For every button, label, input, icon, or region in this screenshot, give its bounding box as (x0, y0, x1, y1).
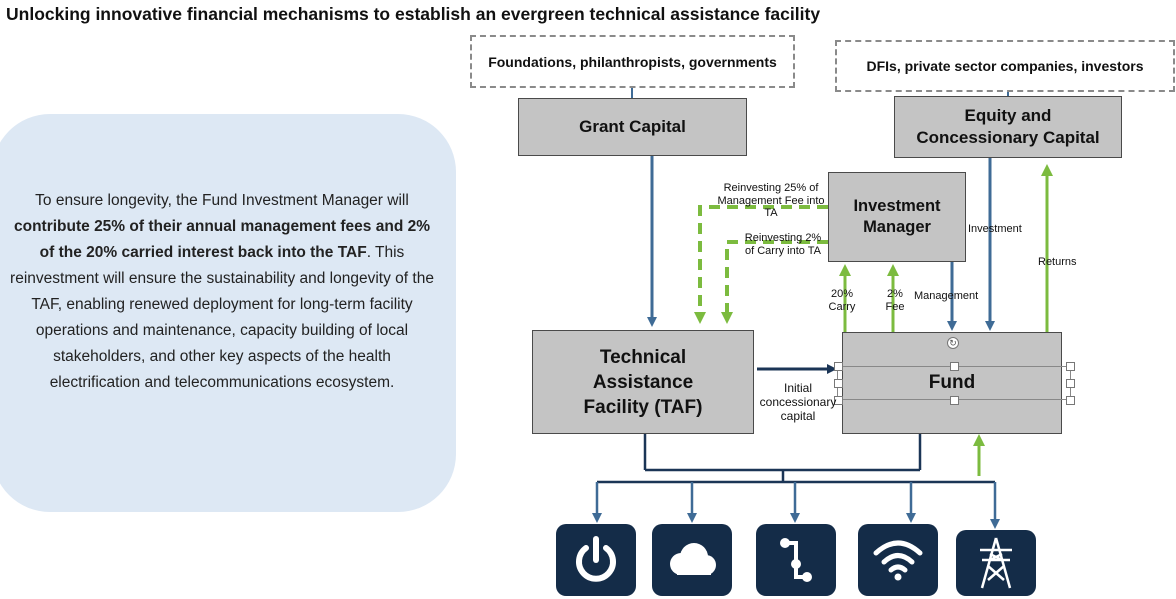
grant-capital-box: Grant Capital (518, 98, 747, 156)
label-returns: Returns (1038, 256, 1077, 268)
resize-handle[interactable] (834, 379, 843, 388)
investment-manager-box: Investment Manager (828, 172, 966, 262)
label-reinvest-carry: Reinvesting 2% of Carry into TA (744, 232, 822, 257)
page-title: Unlocking innovative financial mechanism… (6, 4, 821, 24)
resize-handle[interactable] (950, 396, 959, 405)
reinvest-carry-arrow (721, 240, 828, 324)
label-carry: 20% Carry (828, 288, 856, 313)
label-investment: Investment (968, 223, 1022, 235)
text-selection-frame[interactable] (837, 366, 1071, 400)
resize-handle[interactable] (950, 362, 959, 371)
source-foundations: Foundations, philanthropists, government… (470, 35, 795, 88)
resize-handle[interactable] (834, 396, 843, 405)
wifi-icon (858, 524, 938, 596)
power-icon (556, 524, 636, 596)
label-management: Management (914, 290, 979, 302)
transmission-tower-icon (956, 530, 1036, 596)
resize-handle[interactable] (1066, 379, 1075, 388)
source-dfis: DFIs, private sector companies, investor… (835, 40, 1175, 92)
equity-capital-box: Equity and Concessionary Capital (894, 96, 1122, 158)
callout-text: To ensure longevity, the Fund Investment… (10, 192, 434, 391)
fund-box: Fund (842, 332, 1062, 434)
rotate-handle[interactable]: ↻ (947, 337, 959, 349)
resize-handle[interactable] (1066, 396, 1075, 405)
resize-handle[interactable] (834, 362, 843, 371)
label-initial-capital: Initial concessionary capital (759, 381, 837, 423)
resize-handle[interactable] (1066, 362, 1075, 371)
callout-panel (0, 114, 456, 512)
label-reinvest-mgmt: Reinvesting 25% of Management Fee into T… (717, 182, 825, 219)
label-fee: 2% Fee (885, 288, 905, 313)
taf-box: Technical Assistance Facility (TAF) (532, 330, 754, 434)
cloud-icon (652, 524, 732, 596)
network-icon (756, 524, 836, 596)
reinvest-mgmt-arrow (694, 205, 828, 324)
